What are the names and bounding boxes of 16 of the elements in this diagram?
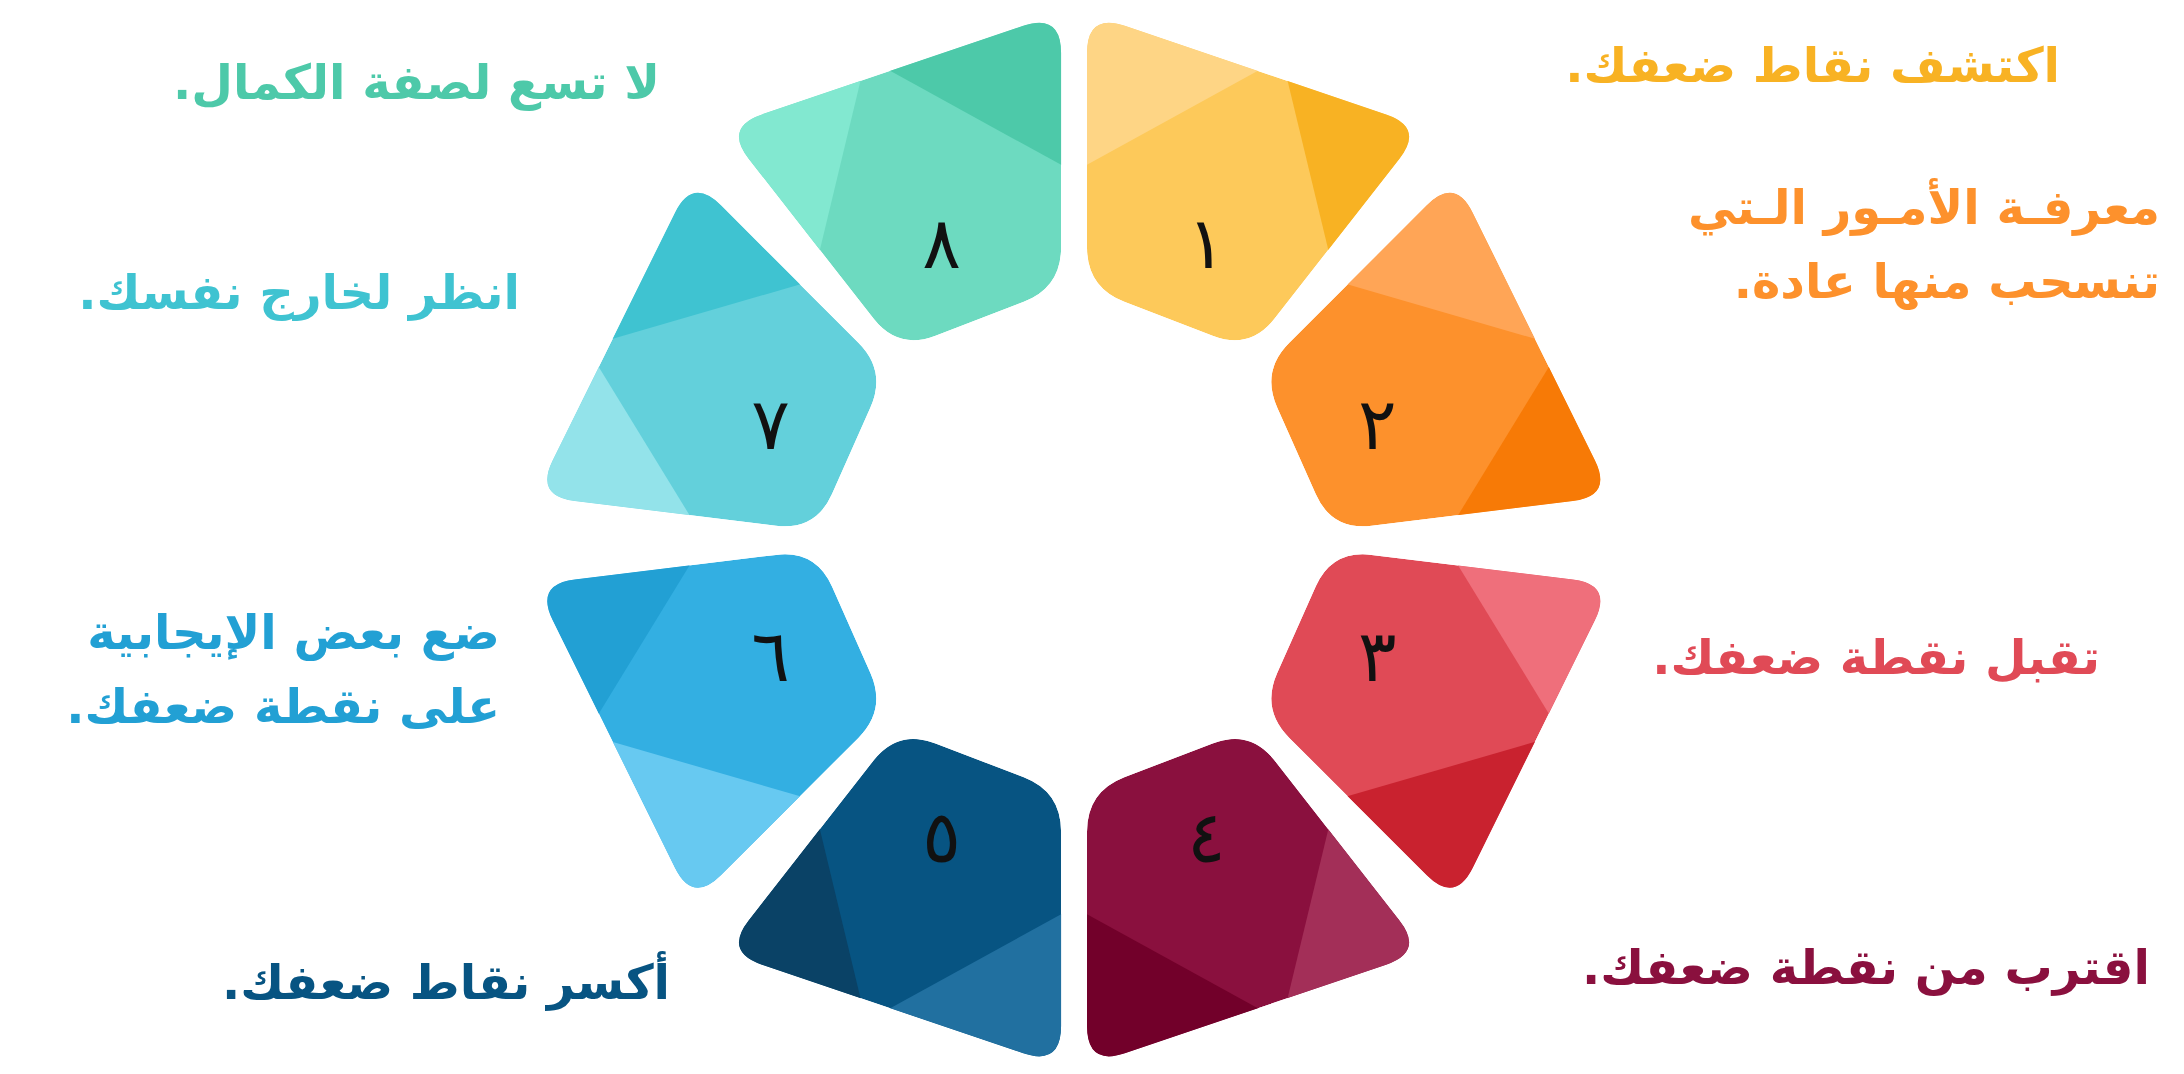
step-description: معرفـة الأمـور الـتي تنسحب منها عادة. — [1686, 177, 2160, 312]
step-number: ١ — [1187, 207, 1226, 280]
step-description: ضع بعض الإيجابية على نقطة ضعفك. — [65, 603, 500, 737]
step-number: ٥ — [922, 800, 961, 873]
step-description: اقترب من نقطة ضعفك. — [1581, 938, 2150, 998]
step-description: انظر لخارج نفسك. — [77, 263, 520, 323]
step-number: ٣ — [1358, 620, 1397, 693]
step-number: ٤ — [1187, 800, 1226, 873]
step-number: ٢ — [1358, 387, 1397, 460]
step-description: اكتشف نقاط ضعفك. — [1564, 36, 2060, 95]
step-number: ٨ — [922, 207, 961, 280]
step-description: تقبل نقطة ضعفك. — [1651, 628, 2100, 687]
step-description: لا تسع لصفة الكمال. — [172, 53, 660, 113]
step-number: ٦ — [751, 620, 790, 693]
step-number: ٧ — [751, 387, 790, 460]
step-description: أكسر نقاط ضعفك. — [40, 945, 670, 1020]
